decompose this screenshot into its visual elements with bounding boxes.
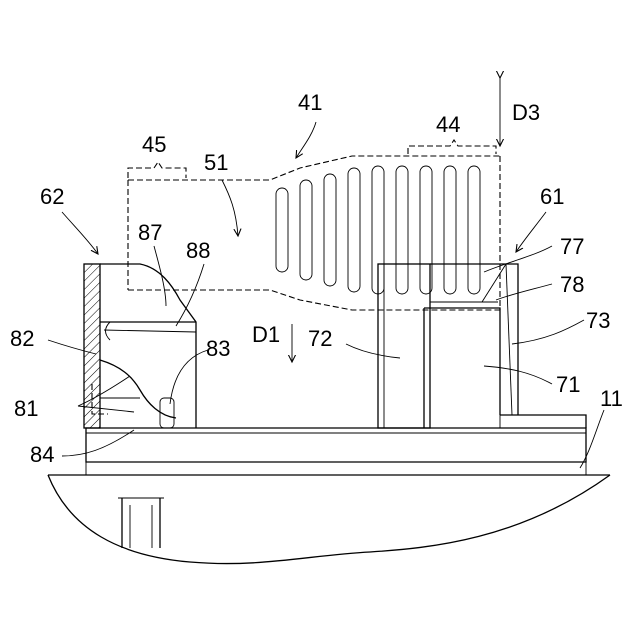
label-77: 77 xyxy=(560,234,584,259)
label-62: 62 xyxy=(40,184,64,209)
label-72: 72 xyxy=(308,326,332,351)
label-82: 82 xyxy=(10,326,34,351)
conduit-51 xyxy=(128,156,500,310)
label-81: 81 xyxy=(14,396,38,421)
label-84: 84 xyxy=(30,442,54,467)
base-body-11 xyxy=(48,415,610,564)
label-88: 88 xyxy=(186,238,210,263)
label-83: 83 xyxy=(206,336,230,361)
label-61: 61 xyxy=(540,184,564,209)
label-71: 71 xyxy=(556,372,580,397)
leader-lines xyxy=(48,122,604,468)
label-78: 78 xyxy=(560,272,584,297)
label-51: 51 xyxy=(204,150,228,175)
left-bracket-62 xyxy=(84,264,196,428)
label-45: 45 xyxy=(142,132,166,157)
label-41: 41 xyxy=(298,90,322,115)
label-87: 87 xyxy=(138,220,162,245)
label-d1: D1 xyxy=(252,322,280,347)
label-11: 11 xyxy=(600,386,623,411)
label-d3: D3 xyxy=(512,100,540,125)
label-44: 44 xyxy=(436,112,460,137)
right-bracket-61 xyxy=(378,264,518,428)
label-73: 73 xyxy=(586,308,610,333)
